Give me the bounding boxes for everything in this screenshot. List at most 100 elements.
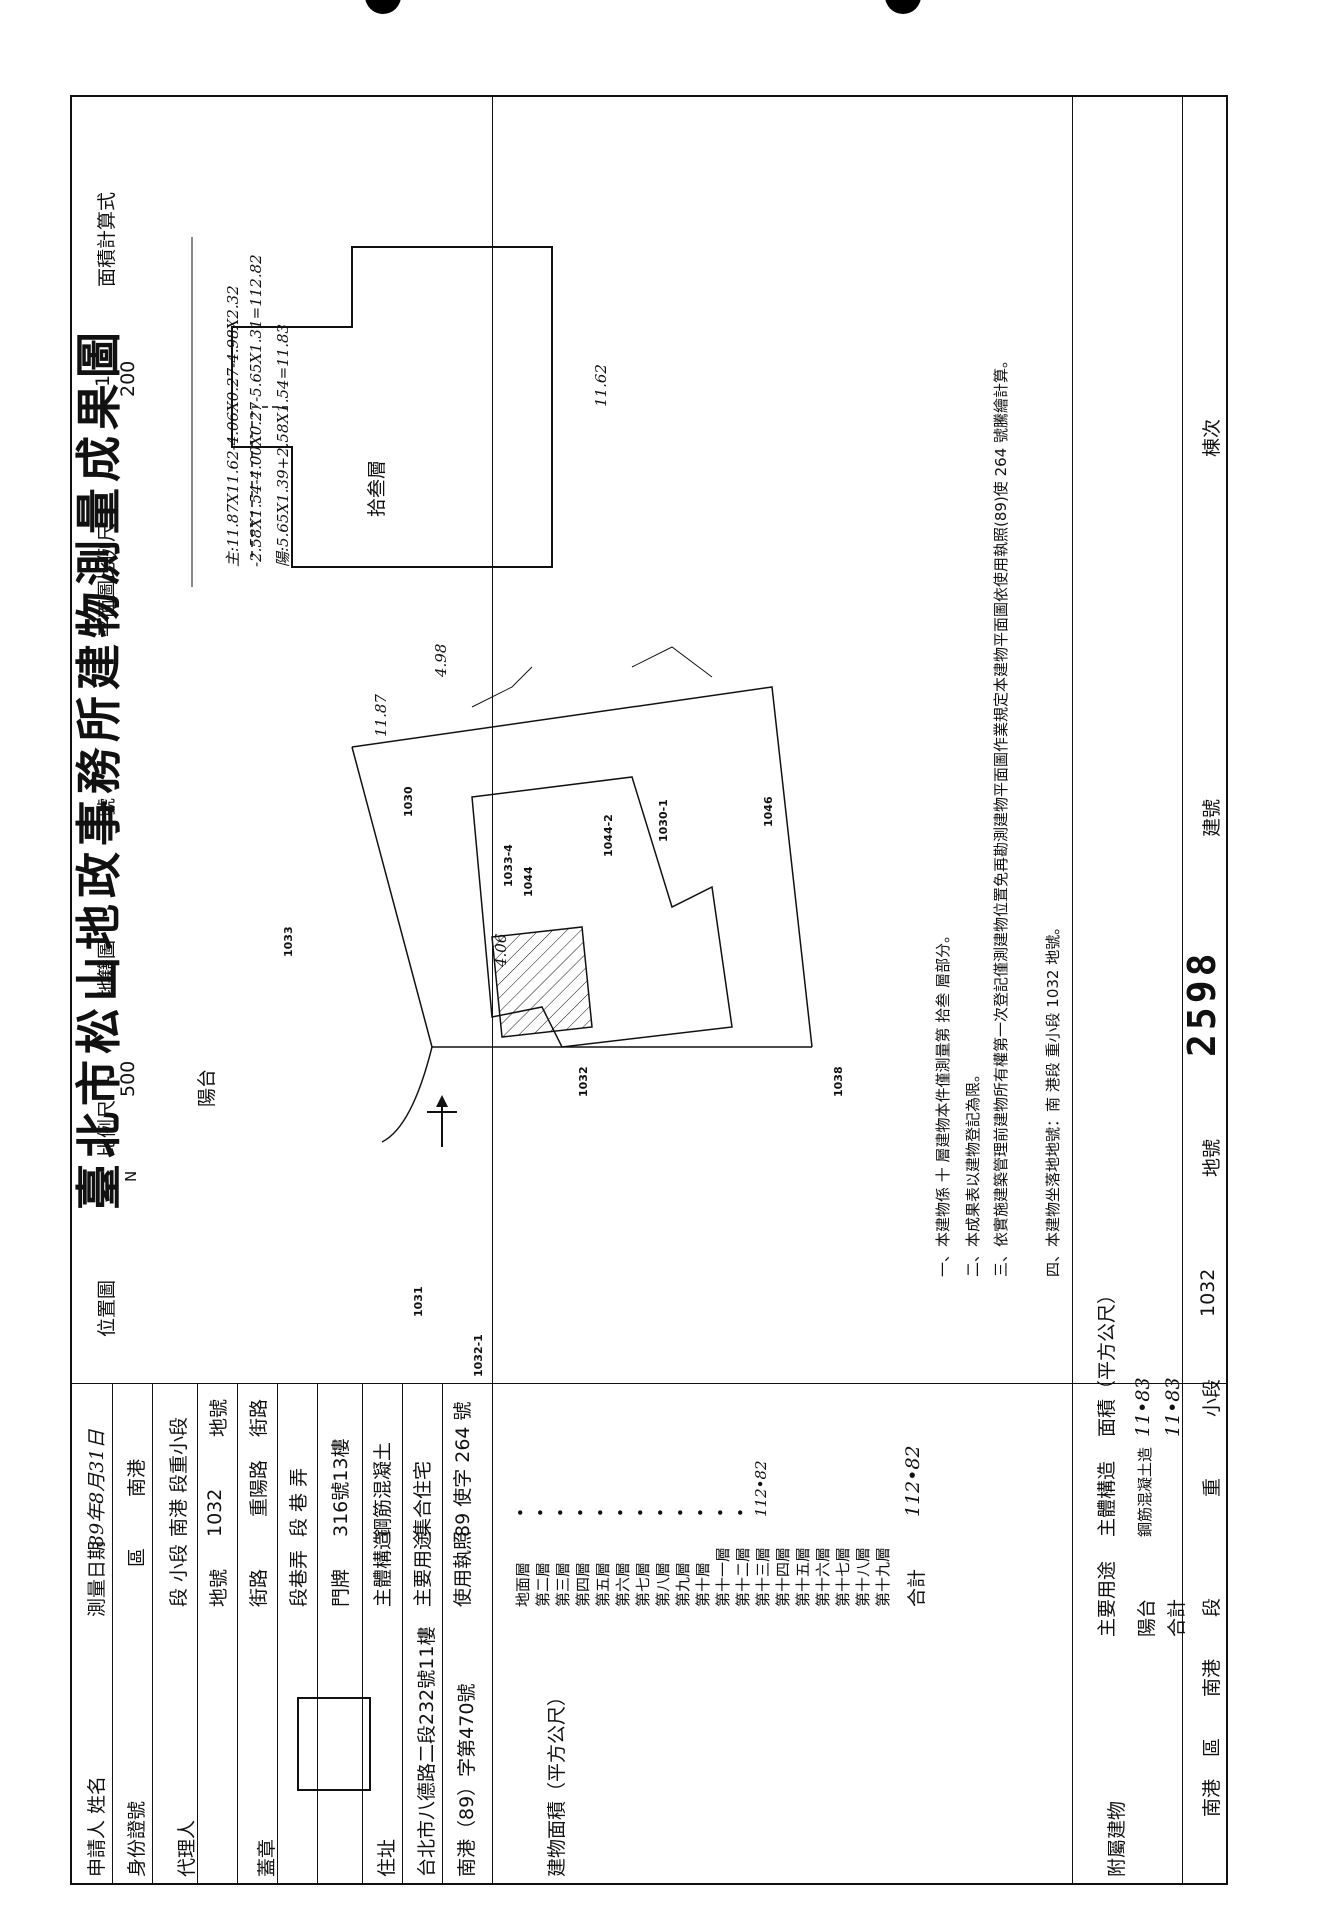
footer-building-no-label: 建號 — [1201, 798, 1223, 837]
floor-row-label: 第七層 — [634, 1561, 652, 1607]
parcel-label: 1032-1 — [472, 1334, 485, 1377]
parcel-label: 1033-4 — [502, 844, 515, 887]
dim-right: 11.87 — [372, 694, 390, 737]
location-map — [351, 646, 813, 1147]
floor-row-value: • — [732, 1508, 750, 1517]
floor-row-label: 第四層 — [574, 1561, 592, 1607]
lane-value: 段 巷 弄 — [288, 1467, 310, 1537]
attached-row-structure: 鋼筋混凝土造 — [1136, 1446, 1154, 1537]
floor-total-value: 112•82 — [902, 1445, 924, 1517]
footer-land-no: 1032 — [1197, 1268, 1219, 1317]
col-line — [152, 1383, 153, 1885]
floor-row-label: 第十五層 — [794, 1546, 812, 1607]
floor-area-header: 建物面積（平方公尺） — [546, 1686, 568, 1877]
col-line — [402, 1383, 403, 1885]
footer-building-no: 2598 — [1180, 949, 1224, 1057]
survey-date-value: 89年8月31日 — [86, 1429, 108, 1547]
structure-label: 主體構造 — [372, 1530, 394, 1607]
floor-row-value: • — [532, 1508, 550, 1517]
footer-district: 南港 — [1201, 1778, 1223, 1817]
section-label: 段 小段 — [168, 1543, 190, 1607]
form-divider — [492, 97, 493, 1885]
seal-box — [297, 1697, 371, 1791]
floor-row-value: • — [632, 1508, 650, 1517]
floor-row-value: • — [592, 1508, 610, 1517]
parcel-label: 1044-2 — [602, 814, 615, 857]
street-suffix: 街路 — [248, 1398, 270, 1437]
land-no-label: 地號 — [208, 1568, 230, 1607]
lane-label: 段巷弄 — [288, 1549, 310, 1607]
map-divider — [1072, 97, 1073, 1885]
attached-row-use: 陽台 — [1136, 1598, 1158, 1637]
floor-row-value: • — [552, 1508, 570, 1517]
punch-hole-right — [885, 0, 921, 14]
floor-row-label: 第十二層 — [734, 1546, 752, 1607]
col-line — [317, 1383, 318, 1885]
col-line — [442, 1383, 443, 1885]
dim-left: 4.98 — [432, 643, 450, 677]
attached-use-header: 主要用途 — [1096, 1560, 1118, 1637]
agent-label: 代理人 — [176, 1819, 198, 1877]
floor-row-label: 第十四層 — [774, 1546, 792, 1607]
floor-plan — [191, 237, 553, 587]
floor-row-label: 第五層 — [594, 1561, 612, 1607]
seal-label: 蓋章 — [256, 1838, 278, 1877]
door-value: 316號13樓 — [330, 1438, 352, 1537]
door-label: 門牌 — [330, 1568, 352, 1607]
footer-subsection-label: 小段 — [1201, 1378, 1223, 1417]
district-label: 區 — [126, 1547, 148, 1567]
north-label: N — [122, 1170, 140, 1182]
attached-area-header: 面積（平方公尺） — [1096, 1284, 1118, 1437]
note-4: 四、本建物坐落地地號：南 港段 重小段 1032 地號。 — [1044, 919, 1062, 1277]
location-scale-num: 1 — [92, 1074, 114, 1087]
parcel-label: 1030-1 — [657, 799, 670, 842]
parcel-label: 1033 — [282, 926, 295, 957]
dim-bottom: 4.06 — [492, 933, 510, 967]
id-label: 身份證號 — [126, 1800, 148, 1877]
area-formula-label: 面積計算式 — [96, 191, 118, 287]
survey-date-label: 測量日期 — [86, 1540, 108, 1617]
punch-hole-left — [365, 0, 401, 14]
applicant-label: 申請人 姓名 — [86, 1775, 108, 1877]
north-arrow-icon — [427, 1095, 457, 1147]
parcel-label: 1032 — [577, 1066, 590, 1097]
floor-row-label: 第十八層 — [854, 1546, 872, 1607]
plan-scale-den: 200 — [117, 360, 139, 397]
district-value: 南港 — [126, 1458, 148, 1497]
dim-top: 11.62 — [592, 364, 610, 407]
street-label: 街路 — [248, 1568, 270, 1607]
floor-row-label: 第十九層 — [874, 1546, 892, 1607]
address-value: 台北市八德路二段232號11樓 — [416, 1626, 438, 1877]
footer-subsection: 重 — [1201, 1477, 1223, 1497]
plan-scale-num: 1 — [92, 374, 114, 387]
plan-floor-label: 拾叁層 — [366, 459, 388, 517]
floor-row-value: • — [712, 1508, 730, 1517]
bottom-divider — [72, 1383, 1228, 1384]
permit-label: 使用執照 — [452, 1530, 474, 1607]
floor-row-value: • — [692, 1508, 710, 1517]
floor-row-value: • — [512, 1508, 530, 1517]
land-no-suffix: 地號 — [208, 1398, 230, 1437]
parcel-label: 1046 — [762, 796, 775, 827]
footer-land-no-label: 地號 — [1201, 1138, 1223, 1177]
attached-total-label: 合計 — [1166, 1598, 1188, 1637]
location-map-label: 位置圖 — [96, 1279, 118, 1337]
floor-row-label: 第九層 — [674, 1561, 692, 1607]
footer-section-label: 段 — [1201, 1597, 1223, 1617]
floor-row-label: 地面層 — [514, 1561, 532, 1607]
address-label: 住址 — [376, 1838, 398, 1877]
plan-formula-main: 主:11.87X11.62-4.06X0.27-4.98X2.32 — [224, 285, 242, 567]
floor-row-value: • — [652, 1508, 670, 1517]
section-value: 南港 段重小段 — [168, 1416, 190, 1537]
col-line — [197, 1383, 198, 1885]
note-3: 三、依實施建築管理前建物所有權第一次登記僅測建物位置免再勘測建物平面圖作業規定本… — [992, 353, 1010, 1277]
note-1: 一、本建物係 十 層建物本件僅測量第 拾叁 層部分。 — [934, 927, 952, 1277]
footer-divider — [1182, 97, 1183, 1885]
document-frame: 測量日期 89年8月31日 區 南港 段 小段 南港 段重小段 地號 1032 … — [70, 95, 1228, 1885]
floor-row-label: 第十一層 — [714, 1546, 732, 1607]
footer-district-label: 區 — [1201, 1737, 1223, 1757]
floor-row-label: 第二層 — [534, 1561, 552, 1607]
parcel-label: 1044 — [522, 866, 535, 897]
use-value: 集合住宅 — [412, 1460, 434, 1537]
floor-row-label: 第三層 — [554, 1561, 572, 1607]
